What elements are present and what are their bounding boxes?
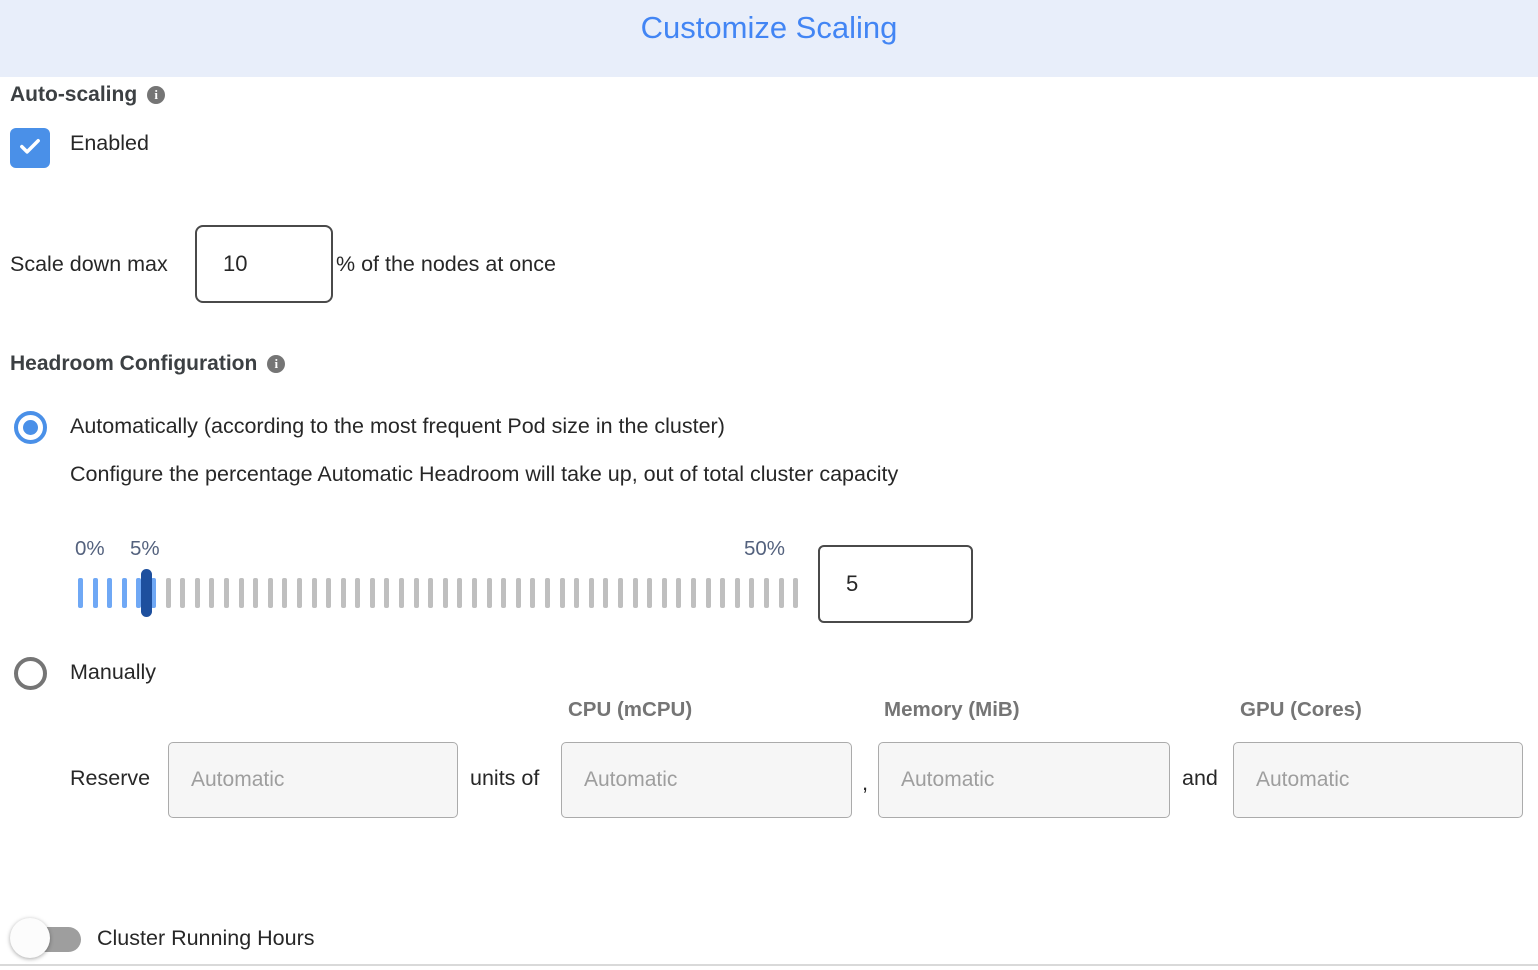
slider-tick <box>399 578 405 608</box>
slider-tick <box>588 578 594 608</box>
slider-tick <box>150 578 156 608</box>
auto-scaling-heading-label: Auto-scaling <box>10 83 138 106</box>
slider-tick <box>340 578 346 608</box>
info-icon[interactable]: i <box>147 86 166 104</box>
slider-tick <box>253 578 259 608</box>
slider-tick <box>92 578 98 608</box>
comma-separator: , <box>862 770 869 795</box>
slider-min-label: 0% <box>75 537 105 560</box>
headroom-manual-radio[interactable] <box>14 657 47 690</box>
slider-tick <box>223 578 229 608</box>
slider-tick <box>661 578 667 608</box>
scale-down-max-input[interactable] <box>195 225 333 303</box>
slider-tick <box>734 578 740 608</box>
autoscaling-enabled-checkbox[interactable] <box>10 128 50 168</box>
slider-tick <box>647 578 653 608</box>
slider-tick <box>763 578 769 608</box>
slider-tick <box>574 578 580 608</box>
slider-tick <box>180 578 186 608</box>
radio-dot-icon <box>23 420 38 435</box>
slider-tick <box>136 578 142 608</box>
headroom-automatic-description: Configure the percentage Automatic Headr… <box>70 462 899 486</box>
scale-down-suffix-label: % of the nodes at once <box>336 252 556 276</box>
column-header-memory: Memory (MiB) <box>884 698 1020 721</box>
and-label: and <box>1182 766 1218 790</box>
headroom-percentage-input[interactable] <box>818 545 973 623</box>
slider-max-label: 50% <box>744 537 786 560</box>
checkmark-icon <box>16 132 44 165</box>
slider-tick <box>486 578 492 608</box>
reserve-units-input[interactable] <box>168 742 458 818</box>
scale-down-prefix-label: Scale down max <box>10 252 168 276</box>
auto-scaling-section-heading: Auto-scaling i <box>10 83 166 107</box>
headroom-manual-label[interactable]: Manually <box>70 660 157 684</box>
slider-tick <box>282 578 288 608</box>
slider-tick <box>355 578 361 608</box>
toggle-knob[interactable] <box>10 918 50 958</box>
slider-tick <box>530 578 536 608</box>
slider-tick <box>472 578 478 608</box>
slider-tick <box>442 578 448 608</box>
slider-tick <box>267 578 273 608</box>
headroom-automatic-radio[interactable] <box>14 411 47 444</box>
slider-tick <box>296 578 302 608</box>
page-title: Customize Scaling <box>640 10 898 45</box>
slider-tick <box>617 578 623 608</box>
slider-tick <box>676 578 682 608</box>
slider-tick <box>603 578 609 608</box>
slider-tick <box>501 578 507 608</box>
headroom-heading-label: Headroom Configuration <box>10 352 258 375</box>
column-header-cpu: CPU (mCPU) <box>568 698 693 721</box>
reserve-cpu-input[interactable] <box>561 742 852 818</box>
slider-tick <box>384 578 390 608</box>
slider-tick <box>311 578 317 608</box>
slider-tick <box>559 578 565 608</box>
slider-tick <box>413 578 419 608</box>
slider-value-label: 5% <box>130 537 160 560</box>
slider-tick <box>457 578 463 608</box>
headroom-slider-ticks[interactable] <box>78 578 799 608</box>
slider-tick <box>720 578 726 608</box>
reserve-memory-input[interactable] <box>878 742 1170 818</box>
slider-tick <box>778 578 784 608</box>
headroom-slider-handle[interactable] <box>141 569 152 617</box>
slider-tick <box>165 578 171 608</box>
headroom-automatic-label[interactable]: Automatically (according to the most fre… <box>70 414 725 438</box>
slider-tick <box>428 578 434 608</box>
slider-tick <box>369 578 375 608</box>
slider-tick <box>793 578 799 608</box>
info-icon[interactable]: i <box>267 355 286 373</box>
bottom-divider <box>0 964 1538 966</box>
slider-tick <box>78 578 83 608</box>
enabled-label[interactable]: Enabled <box>70 131 149 155</box>
slider-tick <box>749 578 755 608</box>
reserve-label: Reserve <box>70 766 151 790</box>
column-header-gpu: GPU (Cores) <box>1240 698 1362 721</box>
headroom-section-heading: Headroom Configuration i <box>10 352 286 376</box>
slider-tick <box>632 578 638 608</box>
slider-tick <box>690 578 696 608</box>
slider-tick <box>515 578 521 608</box>
slider-tick <box>238 578 244 608</box>
slider-tick <box>107 578 113 608</box>
slider-tick <box>209 578 215 608</box>
reserve-gpu-input[interactable] <box>1233 742 1523 818</box>
cluster-running-hours-label[interactable]: Cluster Running Hours <box>97 926 315 950</box>
panel-header: Customize Scaling <box>0 0 1538 77</box>
slider-tick <box>545 578 550 608</box>
slider-tick <box>326 578 332 608</box>
slider-tick <box>705 578 711 608</box>
slider-tick <box>194 578 200 608</box>
slider-tick <box>121 578 127 608</box>
units-of-label: units of <box>470 766 540 790</box>
